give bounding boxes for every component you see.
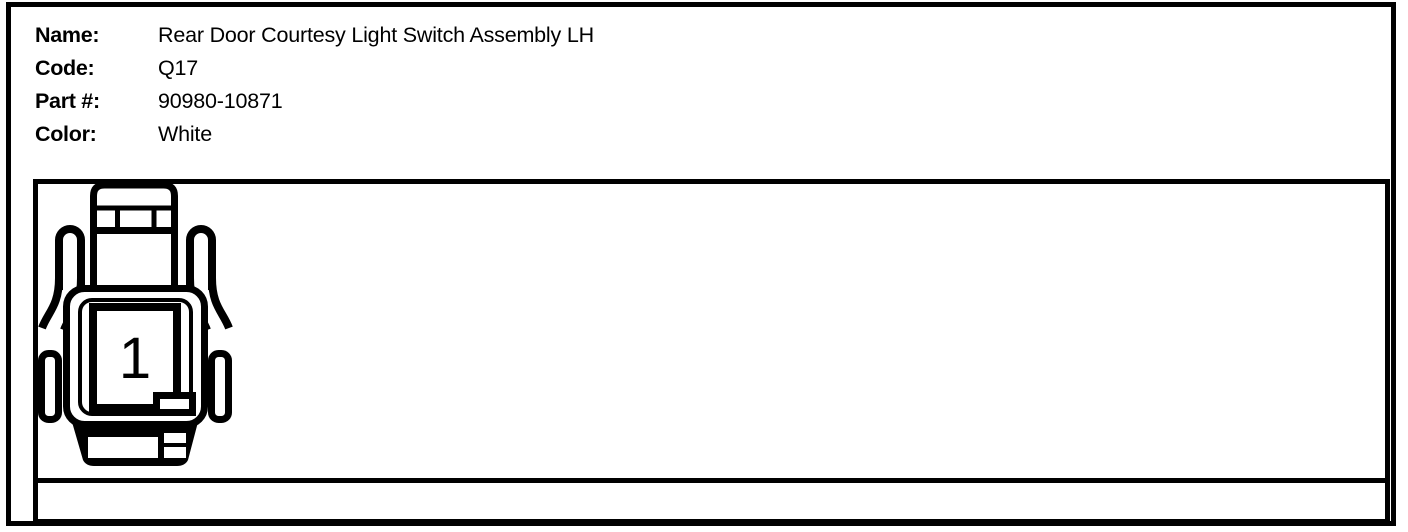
color-value: White: [158, 122, 212, 146]
part-number-value: 90980-10871: [158, 89, 283, 113]
left-lobe: [38, 350, 62, 423]
part-info-header: Name: Rear Door Courtesy Light Switch As…: [35, 21, 594, 153]
code-value: Q17: [158, 56, 199, 80]
color-label: Color:: [35, 122, 97, 146]
right-prong: [186, 225, 216, 290]
field-row-color: Color: White: [35, 120, 594, 153]
field-row-part-number: Part #: 90980-10871: [35, 87, 594, 120]
lock-tab: [90, 181, 178, 296]
pin-cavity-square: [89, 303, 181, 412]
keying-notch: [153, 392, 196, 416]
left-prong: [55, 225, 85, 290]
pin-number: 1: [119, 326, 151, 391]
bottom-vent-large: [88, 437, 158, 458]
pin-cavity-1: 1: [89, 303, 196, 416]
name-value: Rear Door Courtesy Light Switch Assembly…: [158, 23, 594, 47]
code-label: Code:: [35, 56, 95, 80]
part-number-label: Part #:: [35, 89, 100, 113]
bottom-vent-small-top: [164, 433, 186, 443]
field-row-name: Name: Rear Door Courtesy Light Switch As…: [35, 21, 594, 54]
connector-diagram: 1: [38, 181, 233, 466]
name-label: Name:: [35, 23, 100, 47]
footer-strip: [33, 478, 1390, 524]
field-row-code: Code: Q17: [35, 54, 594, 87]
right-lobe: [208, 350, 232, 423]
housing-inner-wall: [78, 298, 193, 416]
bottom-vent-small-bottom: [164, 447, 186, 458]
